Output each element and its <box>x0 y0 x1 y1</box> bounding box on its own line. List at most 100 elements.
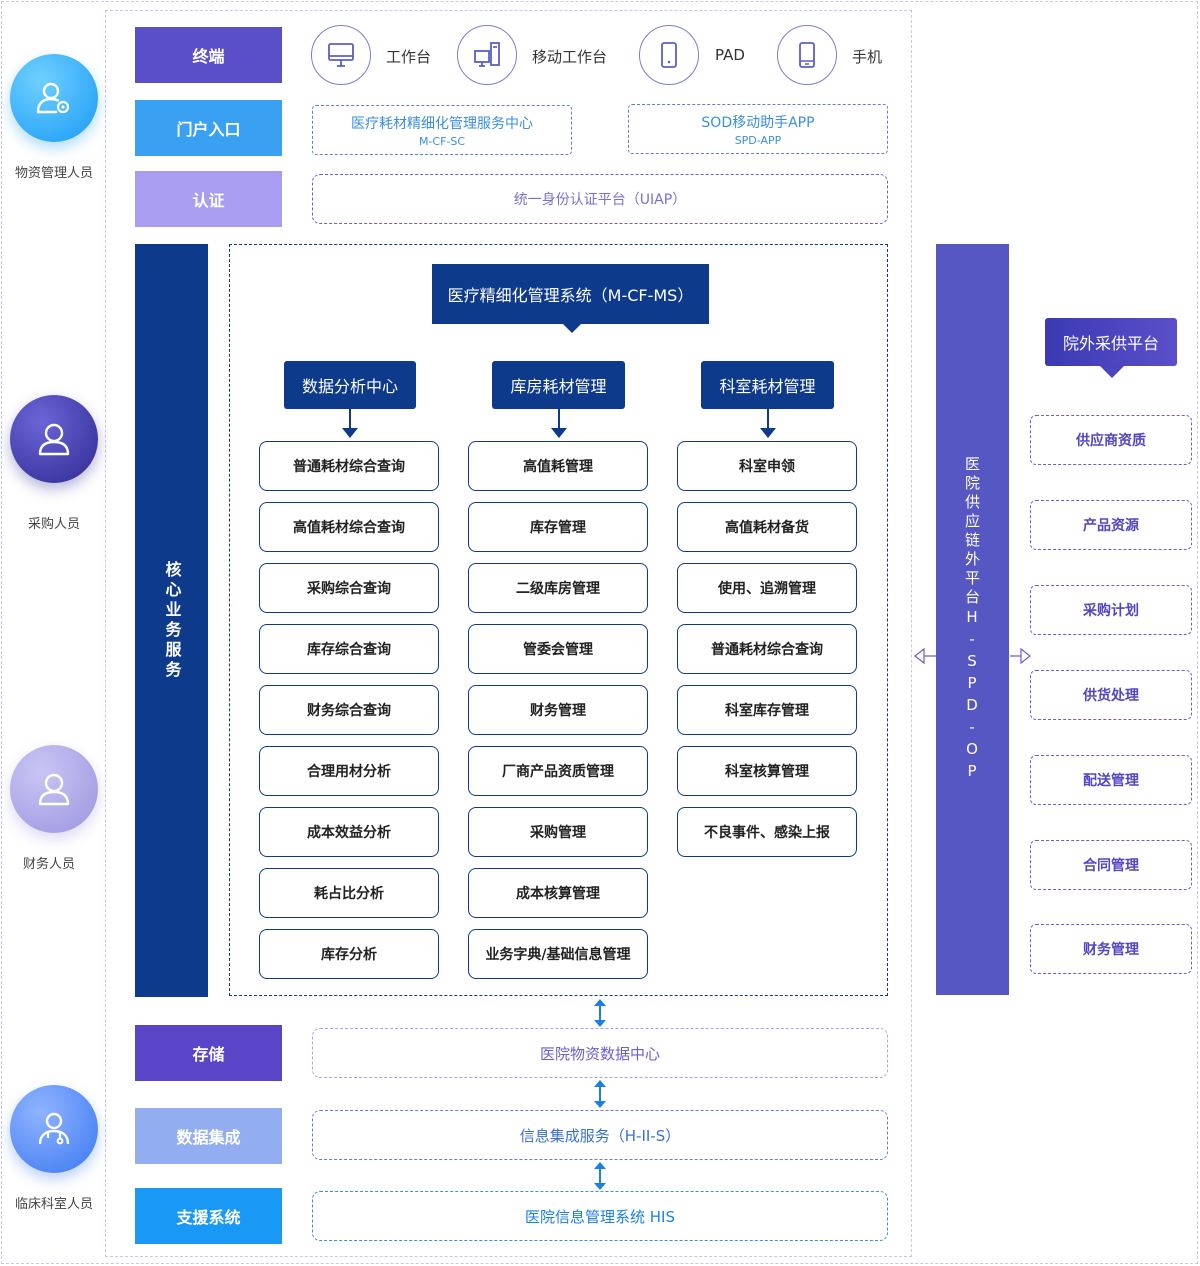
his-system[interactable]: 医院信息管理系统 HIS <box>312 1191 888 1241</box>
external-item[interactable]: 配送管理 <box>1030 755 1192 805</box>
role-label: 财务人员 <box>22 857 75 872</box>
module-box[interactable]: 合理用材分析 <box>259 746 439 796</box>
terminal-label: PAD <box>715 46 745 64</box>
portal-title: 医疗耗材精细化管理服务中心 <box>351 115 533 132</box>
auth-platform[interactable]: 统一身份认证平台（UIAP） <box>312 174 888 224</box>
external-item[interactable]: 财务管理 <box>1030 924 1192 974</box>
module-box[interactable]: 不良事件、感染上报 <box>677 807 857 857</box>
terminal-label: 移动工作台 <box>532 48 608 66</box>
terminal-pad <box>639 25 699 85</box>
module-box[interactable]: 厂商产品资质管理 <box>468 746 648 796</box>
module-box[interactable]: 采购综合查询 <box>259 563 439 613</box>
integration-service[interactable]: 信息集成服务（H-II-S） <box>312 1110 888 1160</box>
column-arrow-head <box>760 428 776 438</box>
role-purchaser-avatar <box>10 395 98 483</box>
phone-icon <box>799 42 815 68</box>
doctor-icon <box>38 1112 70 1145</box>
role-finance-avatar <box>10 745 98 833</box>
module-box[interactable]: 成本效益分析 <box>259 807 439 857</box>
column-header-department: 科室耗材管理 <box>701 361 834 409</box>
portal-code: M-CF-SC <box>418 134 466 148</box>
terminal-mobile-workstation <box>457 25 517 85</box>
user-icon <box>38 423 70 456</box>
layer-storage-label: 存储 <box>135 1025 282 1081</box>
column-header-warehouse: 库房耗材管理 <box>492 361 625 409</box>
module-box[interactable]: 采购管理 <box>468 807 648 857</box>
role-label: 采购人员 <box>27 517 80 532</box>
mobile-workstation-icon <box>474 42 500 67</box>
layer-auth-label: 认证 <box>135 171 282 227</box>
integration-service-label: 信息集成服务（H-II-S） <box>519 1126 681 1145</box>
external-item[interactable]: 采购计划 <box>1030 585 1192 635</box>
module-box[interactable]: 二级库房管理 <box>468 563 648 613</box>
module-box[interactable]: 科室库存管理 <box>677 685 857 735</box>
module-box[interactable]: 库存分析 <box>259 929 439 979</box>
module-box[interactable]: 管委会管理 <box>468 624 648 674</box>
portal-service-center[interactable]: 医疗耗材精细化管理服务中心 M-CF-SC <box>312 105 572 155</box>
external-item[interactable]: 产品资源 <box>1030 500 1192 550</box>
column-arrow <box>558 409 560 429</box>
system-title: 医疗精细化管理系统（M-CF-MS） <box>432 264 709 324</box>
external-item[interactable]: 合同管理 <box>1030 840 1192 890</box>
portal-title: SOD移动助手APP <box>701 114 815 131</box>
hspd-right-arrow <box>1010 647 1031 665</box>
module-box[interactable]: 耗占比分析 <box>259 868 439 918</box>
role-label: 临床科室人员 <box>14 1197 93 1212</box>
core-system-area <box>229 244 888 996</box>
module-box[interactable]: 业务字典/基础信息管理 <box>468 929 648 979</box>
role-label: 物资管理人员 <box>14 166 93 181</box>
hspd-platform-bar: 医院供应链外平台H-SPD-OP <box>936 244 1009 995</box>
module-box[interactable]: 高值耗材备货 <box>677 502 857 552</box>
layer-core-text: 核心业务服务 <box>162 560 182 681</box>
module-box[interactable]: 库存管理 <box>468 502 648 552</box>
user-gear-icon <box>36 82 70 114</box>
role-clinical-avatar <box>10 1085 98 1173</box>
portal-mobile-app[interactable]: SOD移动助手APP SPD-APP <box>628 104 888 154</box>
terminal-desktop <box>311 25 371 85</box>
module-box[interactable]: 库存综合查询 <box>259 624 439 674</box>
module-box[interactable]: 财务管理 <box>468 685 648 735</box>
layer-support-label: 支援系统 <box>135 1188 282 1244</box>
column-arrow <box>767 409 769 429</box>
column-arrow <box>349 409 351 429</box>
portal-code: SPD-APP <box>734 133 782 147</box>
terminal-phone <box>777 25 837 85</box>
system-title-pointer <box>562 323 582 333</box>
module-box[interactable]: 成本核算管理 <box>468 868 648 918</box>
main-frame <box>105 10 912 1257</box>
layer-portal-label: 门户入口 <box>135 100 282 156</box>
storage-center-label: 医院物资数据中心 <box>539 1044 660 1063</box>
module-box[interactable]: 高值耗材综合查询 <box>259 502 439 552</box>
module-box[interactable]: 高值耗管理 <box>468 441 648 491</box>
external-item[interactable]: 供应商资质 <box>1030 415 1192 465</box>
auth-platform-label: 统一身份认证平台（UIAP） <box>513 192 687 208</box>
storage-center[interactable]: 医院物资数据中心 <box>312 1028 888 1078</box>
his-system-label: 医院信息管理系统 HIS <box>525 1207 675 1226</box>
role-material-manager-avatar <box>10 54 98 142</box>
external-item[interactable]: 供货处理 <box>1030 670 1192 720</box>
column-arrow-head <box>551 428 567 438</box>
double-arrow-storage-integration <box>594 1080 606 1108</box>
hspd-platform-label: 医院供应链外平台H-SPD-OP <box>963 455 981 784</box>
layer-core-label: 核心业务服务 <box>135 244 208 997</box>
terminal-label: 工作台 <box>386 48 432 66</box>
terminal-label: 手机 <box>852 48 883 66</box>
external-title-pointer <box>1100 366 1124 378</box>
double-arrow-core-storage <box>594 999 606 1027</box>
double-arrow-integration-support <box>594 1162 606 1190</box>
hspd-left-arrow <box>914 647 936 665</box>
column-arrow-head <box>342 428 358 438</box>
module-box[interactable]: 使用、追溯管理 <box>677 563 857 613</box>
module-box[interactable]: 科室申领 <box>677 441 857 491</box>
external-platform-title: 院外采供平台 <box>1045 318 1177 366</box>
desktop-icon <box>328 43 354 67</box>
layer-integration-label: 数据集成 <box>135 1108 282 1164</box>
module-box[interactable]: 普通耗材综合查询 <box>677 624 857 674</box>
user-icon <box>38 773 70 806</box>
module-box[interactable]: 普通耗材综合查询 <box>259 441 439 491</box>
layer-terminal-label: 终端 <box>135 27 282 83</box>
module-box[interactable]: 财务综合查询 <box>259 685 439 735</box>
module-box[interactable]: 科室核算管理 <box>677 746 857 796</box>
tablet-icon <box>661 42 677 68</box>
